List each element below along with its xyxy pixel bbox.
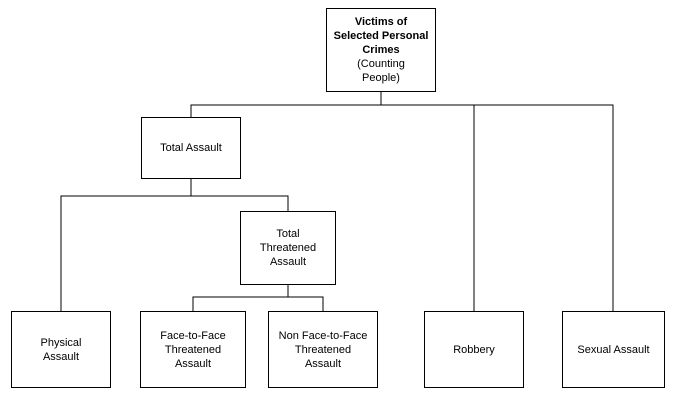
edge-root-to-total-assault xyxy=(190,92,382,117)
node-label-line: Threatened xyxy=(259,242,317,254)
node-robbery[interactable]: Robbery xyxy=(424,311,524,388)
node-label-line: Assault xyxy=(304,357,342,370)
node-label-line: Crimes xyxy=(362,44,400,56)
node-label-line: Assault xyxy=(42,350,80,363)
node-label-line: Non Face-to-Face xyxy=(278,329,368,342)
node-label-line: Selected Personal xyxy=(333,30,429,42)
edge-total-assault-to-total-threatened xyxy=(190,179,289,211)
edge-root-to-robbery xyxy=(380,92,475,311)
node-label-line: Threatened xyxy=(164,343,222,356)
edge-total-threatened-to-face-to-face xyxy=(192,285,289,311)
node-label-line: People) xyxy=(362,72,400,84)
node-sexual-assault[interactable]: Sexual Assault xyxy=(562,311,665,388)
edge-total-threatened-to-non-face-to-face xyxy=(287,285,324,311)
edge-root-to-sexual-assault xyxy=(380,92,614,311)
node-label-line: Victims of xyxy=(354,16,408,28)
node-label-line: Total Assault xyxy=(160,142,222,154)
node-label-line: Total xyxy=(276,228,300,240)
node-label-line: Physical xyxy=(40,336,82,349)
node-label-line: Assault xyxy=(174,357,212,370)
node-label-line: Face-to-Face xyxy=(160,329,226,342)
node-label-line: Threatened xyxy=(294,343,352,356)
node-label-line: (Counting xyxy=(357,58,405,70)
node-label-line: Sexual Assault xyxy=(577,343,650,356)
edge-total-assault-to-physical-assault xyxy=(60,179,192,311)
node-label-line: Robbery xyxy=(453,343,495,356)
node-total-assault[interactable]: Total Assault xyxy=(141,117,241,179)
node-label-line: Assault xyxy=(269,256,307,268)
